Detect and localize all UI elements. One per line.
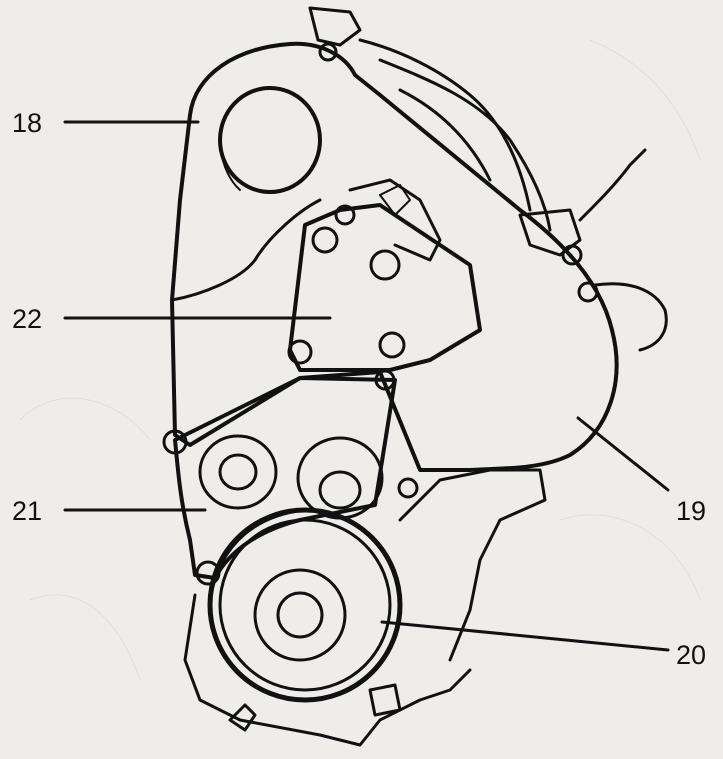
pump-bracket [287,178,482,372]
upper-timing-cover [170,41,619,472]
callout-22: 22 [12,304,42,334]
leader-line-19 [576,416,670,492]
leader-line-20 [380,620,670,652]
leader-lines [63,120,670,652]
callout-labels: 18 22 21 19 20 [12,108,706,670]
lower-timing-cover [173,376,397,580]
engine-block-lower [183,468,547,747]
background-texture [19,39,701,681]
callout-20: 20 [676,640,706,670]
callout-21: 21 [12,496,42,526]
bolts [162,42,599,586]
callout-19: 19 [676,496,706,526]
crankshaft-pulley [207,507,403,703]
fuel-lines [308,6,668,352]
callout-18: 18 [12,108,42,138]
